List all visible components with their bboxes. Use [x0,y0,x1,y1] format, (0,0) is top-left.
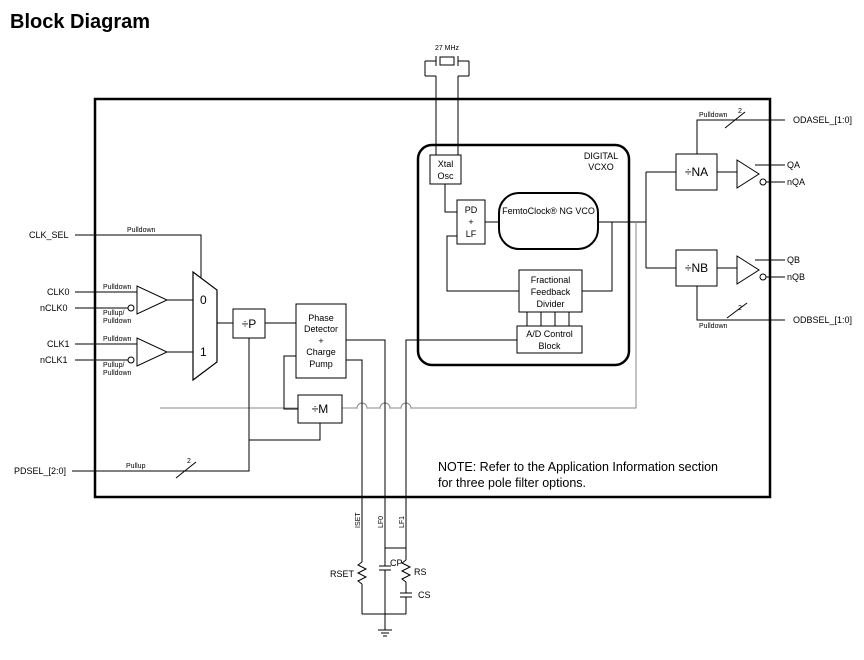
pd-cp-line5: Pump [309,359,333,369]
odasel-bus-slash [724,111,746,129]
qa-label: QA [787,160,800,170]
vco-label: FemtoClock® NG VCO [502,206,595,216]
lf0-pin-label: LF0 [378,516,385,528]
xtal-osc-line1: Xtal [438,159,454,169]
clk-sel-pulldown: Pulldown [127,227,156,234]
pd-cp-line3: + [318,336,323,346]
nqb-label: nQB [787,272,805,282]
iset-pin-label: ISET [355,512,362,528]
note-line2: for three pole filter options. [438,476,586,490]
nclk0-pullup-b: Pulldown [103,318,132,325]
phase-detector-charge-pump-block [295,303,347,379]
ad-control-block [516,325,583,354]
divide-nb-label: ÷NB [685,261,708,275]
qb-buffer-symbol [736,255,785,285]
chip-outline [93,97,772,499]
vcxo-label-line2: VCXO [588,162,614,172]
odbsel-pulldown: Pulldown [699,323,728,330]
xtal-to-pd-wire [444,184,457,213]
nclk0-label: nCLK0 [40,303,68,313]
vco-to-ffd-wire [582,221,613,292]
pd-lf-line2: + [468,217,473,227]
pdsel-bus-width: 2 [187,458,191,465]
pdsel-wire [72,440,250,472]
ffd-line1: Fractional [531,275,571,285]
odbsel-bus-slash [726,302,748,319]
adc-line1: A/D Control [526,329,573,339]
iset-wire [346,359,363,497]
adc-line2: Block [538,341,561,351]
pdsel-bus-slash [175,461,197,479]
lf1-wire [405,339,517,497]
clk0-pulldown: Pulldown [103,284,132,291]
ffd-to-pd-wire [446,235,519,292]
odbsel-label: ODBSEL_[1:0] [793,315,852,325]
nclk1-inverter-bubble [127,356,135,364]
vcxo-label-line1: DIGITAL [584,151,618,161]
divide-nb-block [675,249,718,287]
digital-vcxo-block [416,143,631,367]
cp-label: CP [390,558,403,568]
clk1-pulldown: Pulldown [103,336,132,343]
crystal-label: 27 MHz [435,45,460,52]
xtal-osc-block [429,154,462,185]
nclk0-inverter-bubble [127,304,135,312]
nclk1-label: nCLK1 [40,355,68,365]
qb-label: QB [787,255,800,265]
pdsel-label: PDSEL_[2:0] [14,466,66,476]
pdsel-pullup: Pullup [126,463,146,470]
mux-input-1: 1 [200,345,207,359]
ground-icon [378,629,392,637]
vco-block [498,192,599,250]
divide-m-block [297,394,343,424]
qa-buffer-symbol [736,159,785,189]
divide-na-label: ÷NA [685,165,708,179]
fractional-feedback-divider-block [518,269,583,313]
ffd-line2: Feedback [531,287,571,297]
pd-cp-line4: Charge [306,347,336,357]
note-line1: NOTE: Refer to the Application Informati… [438,460,718,474]
lf0-wire [346,339,386,497]
pd-cp-line2: Detector [304,324,338,334]
odasel-label: ODASEL_[1:0] [793,115,852,125]
mux-input-0: 0 [200,293,207,307]
divide-p-label: ÷P [242,317,257,331]
odasel-pulldown: Pulldown [699,112,728,119]
rs-resistor [400,559,412,583]
odasel-bus-width: 2 [738,108,742,115]
lf1-pin-label: LF1 [399,516,406,528]
nclk0-pullup-a: Pullup/ [103,310,124,317]
nclk1-pullup-b: Pulldown [103,370,132,377]
adc-to-ffd-bus [526,312,570,326]
ffd-line3: Divider [536,299,564,309]
clk1-label: CLK1 [47,339,70,349]
wire-hop-overs [356,400,412,416]
clk0-receiver-symbol [136,285,169,315]
clk1-receiver-symbol [136,337,169,367]
odasel-wire [696,119,785,154]
clk0-label: CLK0 [47,287,70,297]
pd-lf-line1: PD [465,205,478,215]
page-title: Block Diagram [10,11,150,33]
odbsel-wire [696,286,785,321]
clk-sel-label: CLK_SEL [29,230,69,240]
cs-label: CS [418,590,431,600]
odbsel-bus-width: 2 [738,305,742,312]
divide-m-label: ÷M [312,402,329,416]
crystal-symbol [424,56,470,155]
pd-lf-block [456,199,486,245]
m-to-pd-wire [283,355,298,410]
rs-label: RS [414,567,427,577]
pdsel-to-m-wire [248,338,321,441]
rset-resistor [356,561,368,585]
nqa-label: nQA [787,177,805,187]
pd-lf-line3: LF [466,229,477,239]
xtal-osc-line2: Osc [437,171,454,181]
input-mux [192,270,218,382]
nclk1-pullup-a: Pullup/ [103,362,124,369]
rset-label: RSET [330,569,355,579]
clk-sel-wire [75,234,202,282]
pd-cp-line1: Phase [308,313,334,323]
